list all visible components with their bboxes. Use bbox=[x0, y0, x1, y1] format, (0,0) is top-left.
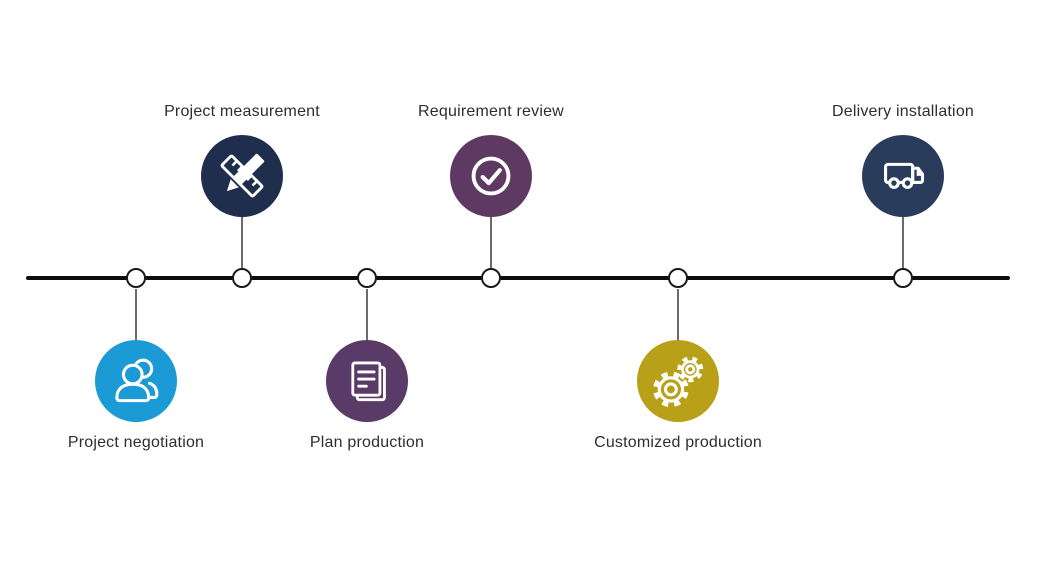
timeline-step-plan-production: Plan production bbox=[267, 0, 467, 561]
timeline-node bbox=[481, 268, 501, 288]
step-label: Customized production bbox=[594, 434, 762, 451]
timeline-node bbox=[232, 268, 252, 288]
timeline-step-customized-production: Customized production bbox=[578, 0, 778, 561]
connector-line bbox=[366, 289, 368, 341]
step-label: Project measurement bbox=[164, 103, 320, 120]
timeline-step-project-negotiation: Project negotiation bbox=[36, 0, 236, 561]
timeline-node bbox=[668, 268, 688, 288]
truck-icon bbox=[862, 135, 944, 217]
gears-icon bbox=[637, 340, 719, 422]
timeline-axis bbox=[26, 276, 1010, 280]
connector-line bbox=[241, 216, 243, 268]
connector-line bbox=[677, 289, 679, 341]
ruler-pencil-icon bbox=[201, 135, 283, 217]
timeline-step-project-measurement: Project measurement bbox=[142, 0, 342, 561]
step-label: Requirement review bbox=[418, 103, 564, 120]
check-circle-icon bbox=[450, 135, 532, 217]
timeline-step-delivery-installation: Delivery installation bbox=[803, 0, 1003, 561]
step-label: Delivery installation bbox=[831, 103, 975, 120]
connector-line bbox=[490, 216, 492, 268]
timeline-step-requirement-review: Requirement review bbox=[391, 0, 591, 561]
connector-line bbox=[135, 289, 137, 341]
timeline-node bbox=[357, 268, 377, 288]
step-label: Project negotiation bbox=[67, 434, 205, 451]
people-icon bbox=[95, 340, 177, 422]
documents-icon bbox=[326, 340, 408, 422]
connector-line bbox=[902, 216, 904, 268]
timeline-node bbox=[893, 268, 913, 288]
step-label: Plan production bbox=[309, 434, 425, 451]
timeline-node bbox=[126, 268, 146, 288]
